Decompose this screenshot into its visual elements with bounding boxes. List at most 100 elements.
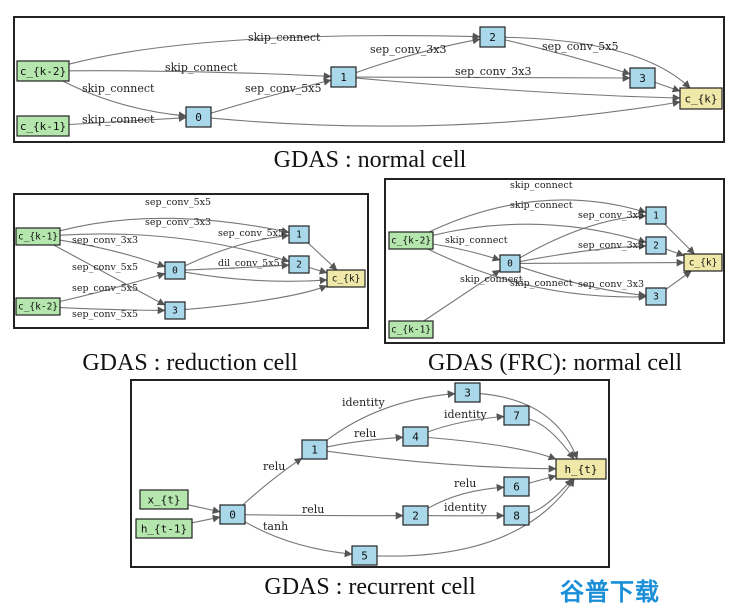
frc-edge-label: skip_connect — [510, 180, 573, 191]
frc-edge-label: skip_connect — [460, 274, 523, 285]
recurrent-edge-label: relu — [263, 460, 285, 473]
reduction-node-label: c_{k} — [332, 274, 361, 285]
recurrent-edge-n6-to-ht — [528, 473, 557, 484]
normal-edge-label: sep_conv_5x5 — [245, 82, 321, 95]
frc-node-n0: 0 — [499, 254, 521, 273]
frc-node-label: c_{k} — [689, 258, 718, 269]
recurrent-edge-ht1-to-n0 — [191, 514, 221, 524]
frc-node-label: c_{k-1} — [391, 325, 431, 336]
recurrent-edge-n1-to-n3 — [326, 390, 456, 441]
recurrent-node-label: 7 — [513, 410, 520, 423]
frc-edge-n0-to-n2 — [519, 242, 647, 263]
normal-node-box — [330, 66, 357, 88]
recurrent-node-label: 8 — [513, 510, 520, 523]
normal-node-label: 3 — [639, 72, 646, 85]
reduction-edge-n1-to-ck — [307, 242, 338, 271]
recurrent-node-box — [555, 458, 607, 480]
recurrent-node-box — [351, 545, 378, 566]
reduction-edge-n0-to-ck — [184, 271, 328, 285]
frc-node-box — [683, 253, 723, 272]
frc-edge-n1-to-ck — [664, 223, 695, 255]
normal-edge-label: skip_connect — [82, 82, 155, 95]
reduction-node-ck1: c_{k-1} — [15, 227, 61, 246]
frc-normal-cell-panel — [384, 178, 725, 344]
recurrent-cell-caption: GDAS : recurrent cell — [264, 574, 476, 600]
recurrent-node-box — [219, 504, 246, 525]
recurrent-node-label: h_{t} — [564, 463, 597, 476]
reduction-edge-label: sep_conv_5x5 — [218, 228, 284, 239]
recurrent-edge-n7-to-ht — [528, 418, 575, 460]
normal-node-box — [16, 60, 70, 82]
reduction-edge-label: sep_conv_3x3 — [145, 217, 211, 228]
normal-edge-n1-to-n3 — [355, 74, 631, 82]
recurrent-edge-n0-to-n2 — [244, 511, 404, 520]
frc-node-n2: 2 — [645, 236, 667, 255]
recurrent-edge-label: identity — [342, 396, 386, 409]
reduction-edge-n2-to-ck — [308, 266, 328, 275]
reduction-node-label: 2 — [296, 260, 302, 271]
normal-node-box — [629, 67, 656, 89]
frc-edge-ck2-to-n2 — [432, 223, 647, 244]
reduction-cell-caption: GDAS : reduction cell — [82, 350, 298, 376]
frc-edge-label: sep_conv_3x3 — [578, 279, 644, 290]
frc-node-box — [388, 231, 434, 250]
normal-node-n2: 2 — [479, 26, 506, 48]
recurrent-node-n7: 7 — [503, 405, 530, 426]
reduction-edge-label: sep_conv_5x5 — [145, 197, 211, 208]
reduction-node-label: 1 — [296, 230, 302, 241]
reduction-node-n3: 3 — [164, 301, 186, 320]
normal-edge-ck1-to-n0 — [68, 114, 187, 126]
frc-edge-n0-to-n1 — [519, 212, 647, 259]
normal-edge-label: sep_conv_5x5 — [542, 40, 618, 53]
reduction-edge-label: sep_conv_5x5 — [72, 309, 138, 320]
frc-edge-label: skip_connect — [445, 235, 508, 246]
reduction-edge-n3-to-ck — [184, 284, 328, 311]
frc-node-box — [645, 236, 667, 255]
recurrent-node-n1: 1 — [301, 439, 328, 460]
recurrent-node-box — [503, 476, 530, 497]
recurrent-edge-n4-to-ht — [427, 436, 557, 461]
normal-node-ck: c_{k} — [679, 87, 723, 110]
reduction-edge-label: sep_conv_5x5 — [72, 283, 138, 294]
normal-edge-ck2-to-n1 — [68, 70, 332, 80]
normal-node-label: c_{k-1} — [20, 120, 66, 133]
normal-edge-n1-to-ck — [355, 77, 681, 102]
frc-edge-label: sep_conv_3x3 — [578, 210, 644, 221]
normal-node-label: c_{k-2} — [20, 65, 66, 78]
normal-edge-label: skip_connect — [248, 31, 321, 44]
frc-edge-n3-to-ck — [665, 270, 692, 290]
frc-edge-n0-to-n3 — [519, 266, 647, 299]
reduction-node-box — [15, 297, 61, 316]
reduction-node-label: 3 — [172, 306, 178, 317]
frc-edge-ck2-to-n3 — [427, 248, 647, 301]
reduction-node-label: c_{k-1} — [18, 232, 58, 243]
reduction-edge-ck1-to-n0 — [59, 239, 166, 268]
reduction-node-box — [164, 261, 186, 280]
recurrent-node-n4: 4 — [402, 426, 429, 447]
reduction-edge-ck1-to-n2 — [59, 233, 290, 263]
recurrent-edge-label: identity — [444, 501, 488, 514]
recurrent-node-label: 4 — [412, 431, 419, 444]
normal-edge-n2-to-n3 — [504, 39, 631, 76]
recurrent-node-n3: 3 — [454, 382, 481, 403]
normal-node-n3: 3 — [629, 67, 656, 89]
reduction-edge-ck2-to-n3 — [59, 306, 166, 315]
frc-node-label: c_{k-2} — [391, 236, 431, 247]
recurrent-node-ht1: h_{t-1} — [135, 518, 193, 539]
reduction-node-n0: 0 — [164, 261, 186, 280]
recurrent-edge-label: tanh — [263, 520, 288, 533]
normal-node-box — [679, 87, 723, 110]
normal-node-label: 1 — [340, 71, 347, 84]
recurrent-edge-label: relu — [354, 427, 376, 440]
recurrent-node-box — [402, 505, 429, 526]
frc-node-n3: 3 — [645, 287, 667, 306]
reduction-node-box — [164, 301, 186, 320]
recurrent-node-label: h_{t-1} — [141, 523, 187, 536]
frc-edge-label: skip_connect — [510, 278, 573, 289]
normal-node-ck1: c_{k-1} — [16, 115, 70, 137]
frc-node-label: 2 — [653, 241, 659, 252]
frc-node-n1: 1 — [645, 206, 667, 225]
normal-cell-caption: GDAS : normal cell — [273, 147, 467, 173]
recurrent-node-label: 6 — [513, 481, 520, 494]
